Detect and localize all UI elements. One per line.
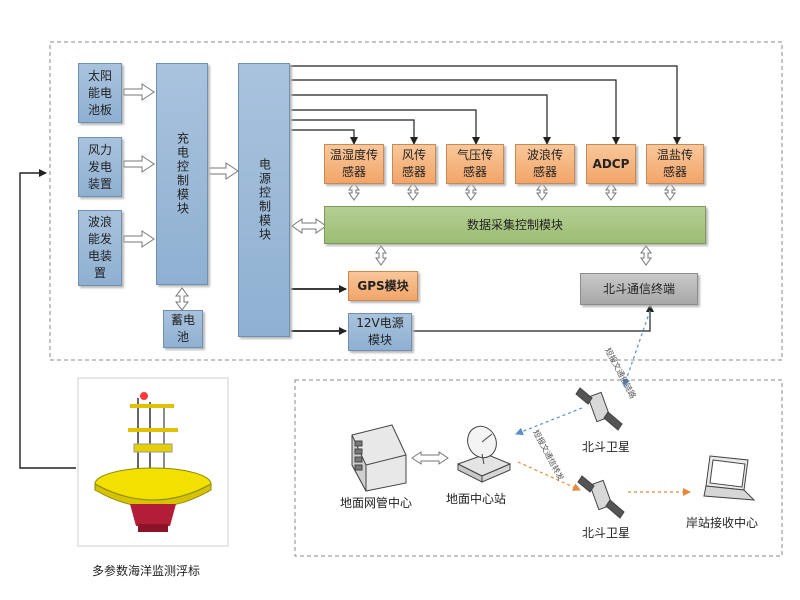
sensor-label: 温湿度传感器 xyxy=(330,148,379,179)
solar-panel-label: 太阳能电池板 xyxy=(87,68,112,117)
buoy-caption: 多参数海洋监测浮标 xyxy=(92,564,201,578)
sensor-temp-salinity: 温盐传感器 xyxy=(646,144,704,184)
wind-generator-box: 风力发电装置 xyxy=(78,137,122,197)
buoy-image xyxy=(77,377,229,547)
satellite-1-label: 北斗卫星 xyxy=(582,440,631,454)
wave-generator-box: 波浪能发电装置 xyxy=(78,210,122,286)
data-acquisition-label: 数据采集控制模块 xyxy=(466,217,563,232)
beidou-terminal-label: 北斗通信终端 xyxy=(602,281,675,296)
satellite-icon xyxy=(575,387,623,431)
ground-system-frame xyxy=(294,379,783,557)
sensor-adcp: ADCP xyxy=(586,144,636,184)
power-lines xyxy=(19,65,681,469)
shore-station-label: 岸站接收中心 xyxy=(686,516,759,530)
hollow-arrows xyxy=(123,83,676,465)
power-12v-label: 12V电源模块 xyxy=(356,316,404,347)
power-control-label: 电源控制模块 xyxy=(257,158,272,242)
satellite-2-label: 北斗卫星 xyxy=(582,526,631,540)
battery-box: 蓄电池 xyxy=(163,310,203,348)
sensor-label: 气压传感器 xyxy=(456,148,493,179)
sensor-label: ADCP xyxy=(592,156,630,171)
power-control-module: 电源控制模块 xyxy=(238,63,290,337)
satellite-icon xyxy=(577,475,625,519)
wave-generator-label: 波浪能发电装置 xyxy=(87,215,112,280)
power-12v-module: 12V电源模块 xyxy=(348,313,412,351)
wind-generator-label: 风力发电装置 xyxy=(87,142,112,191)
beidou-terminal: 北斗通信终端 xyxy=(580,273,698,305)
sensor-label: 温盐传感器 xyxy=(656,148,693,179)
sensor-wind: 风传感器 xyxy=(392,144,436,184)
network-center-label: 地面网管中心 xyxy=(340,496,413,510)
laptop-icon xyxy=(703,455,756,501)
charge-control-module: 充电控制模块 xyxy=(156,63,208,285)
comm-links xyxy=(515,304,691,496)
sensor-wave: 波浪传感器 xyxy=(515,144,575,184)
data-acquisition-module: 数据采集控制模块 xyxy=(324,206,706,244)
charge-control-label: 充电控制模块 xyxy=(175,132,190,216)
sensor-pressure: 气压传感器 xyxy=(446,144,504,184)
sensor-label: 风传感器 xyxy=(401,148,426,179)
gps-module-label: GPS模块 xyxy=(357,278,409,293)
sensor-label: 波浪传感器 xyxy=(526,148,563,179)
satellite-dish-icon xyxy=(456,425,512,483)
solar-panel-box: 太阳能电池板 xyxy=(78,63,122,123)
gps-module: GPS模块 xyxy=(348,271,418,301)
server-rack-icon xyxy=(351,424,407,492)
battery-label: 蓄电池 xyxy=(170,313,195,344)
center-station-label: 地面中心站 xyxy=(446,492,507,506)
buoy-system-frame xyxy=(49,41,783,361)
sensor-temp-humidity: 温湿度传感器 xyxy=(324,144,384,184)
